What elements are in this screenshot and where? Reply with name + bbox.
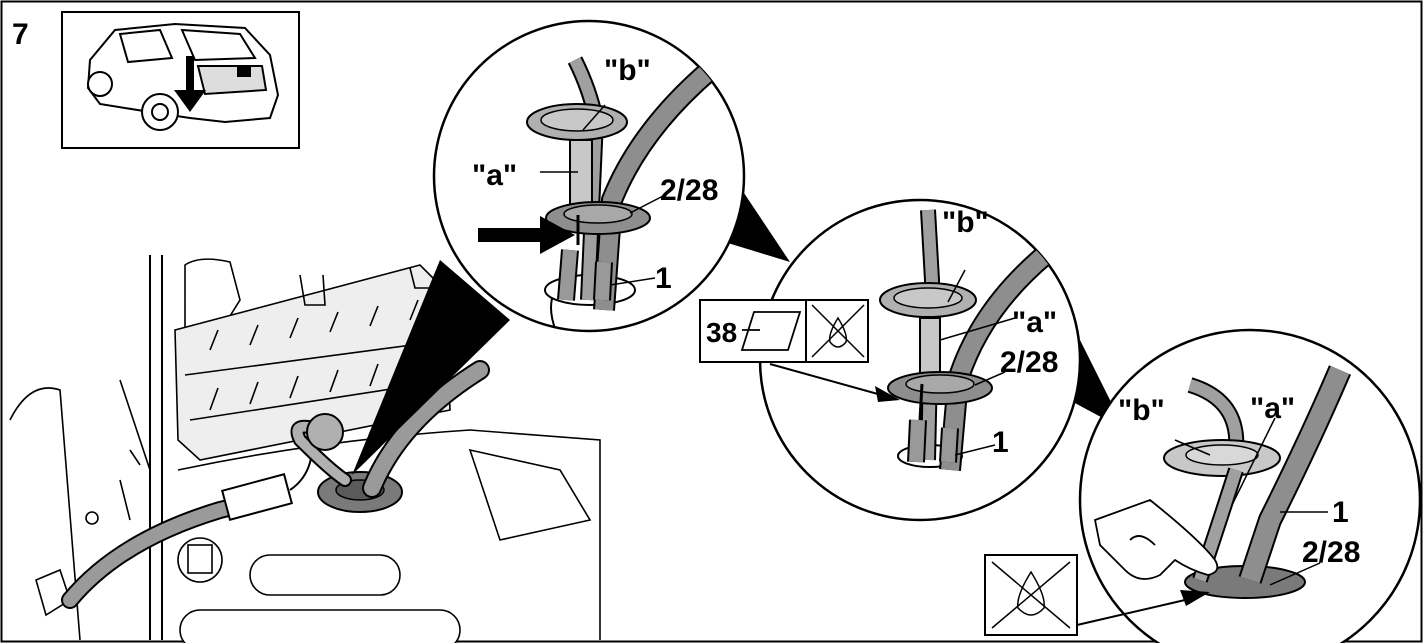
grommet-scene — [290, 360, 490, 513]
down-arrow-icon — [174, 56, 206, 112]
detail1-label-part: 2/28 — [660, 174, 718, 207]
rear-suv-icon — [86, 22, 280, 131]
detail2-label-cable: 1 — [992, 426, 1009, 459]
detail1-label-a: "a" — [472, 159, 517, 192]
cleaning-cloth-icon — [740, 311, 802, 351]
detail2-label-b: "b" — [942, 206, 989, 239]
symbol-number: 38 — [706, 317, 737, 348]
no-solvent-icon — [811, 304, 865, 358]
car-inset — [61, 11, 300, 149]
no-solvent-icon — [991, 561, 1071, 629]
step-number: 7 — [12, 18, 29, 51]
detail-1: "b" "a" 2/28 1 — [432, 19, 746, 333]
wiring-harness — [61, 419, 314, 609]
detail-2: "b" "a" 2/28 1 — [758, 198, 1082, 522]
insert-arrow-icon — [478, 216, 575, 254]
detail3-label-b: "b" — [1118, 394, 1165, 427]
symbol-box: 38 — [699, 299, 900, 402]
detail3-label-part: 2/28 — [1302, 536, 1360, 569]
detail1-leader — [352, 260, 510, 475]
detail2-label-part: 2/28 — [1000, 346, 1058, 379]
detail3-label-cable: 1 — [1332, 496, 1349, 529]
no-solvent-box — [984, 554, 1210, 636]
detail1-label-b: "b" — [604, 54, 651, 87]
detail1-label-cable: 1 — [655, 262, 672, 295]
detail-3: "b" "a" 1 2/28 — [1078, 328, 1422, 643]
vehicle-body-scene — [9, 255, 601, 643]
hand-illustration — [1093, 498, 1219, 580]
detail2-label-a: "a" — [1012, 306, 1057, 339]
detail3-label-a: "a" — [1250, 392, 1295, 425]
